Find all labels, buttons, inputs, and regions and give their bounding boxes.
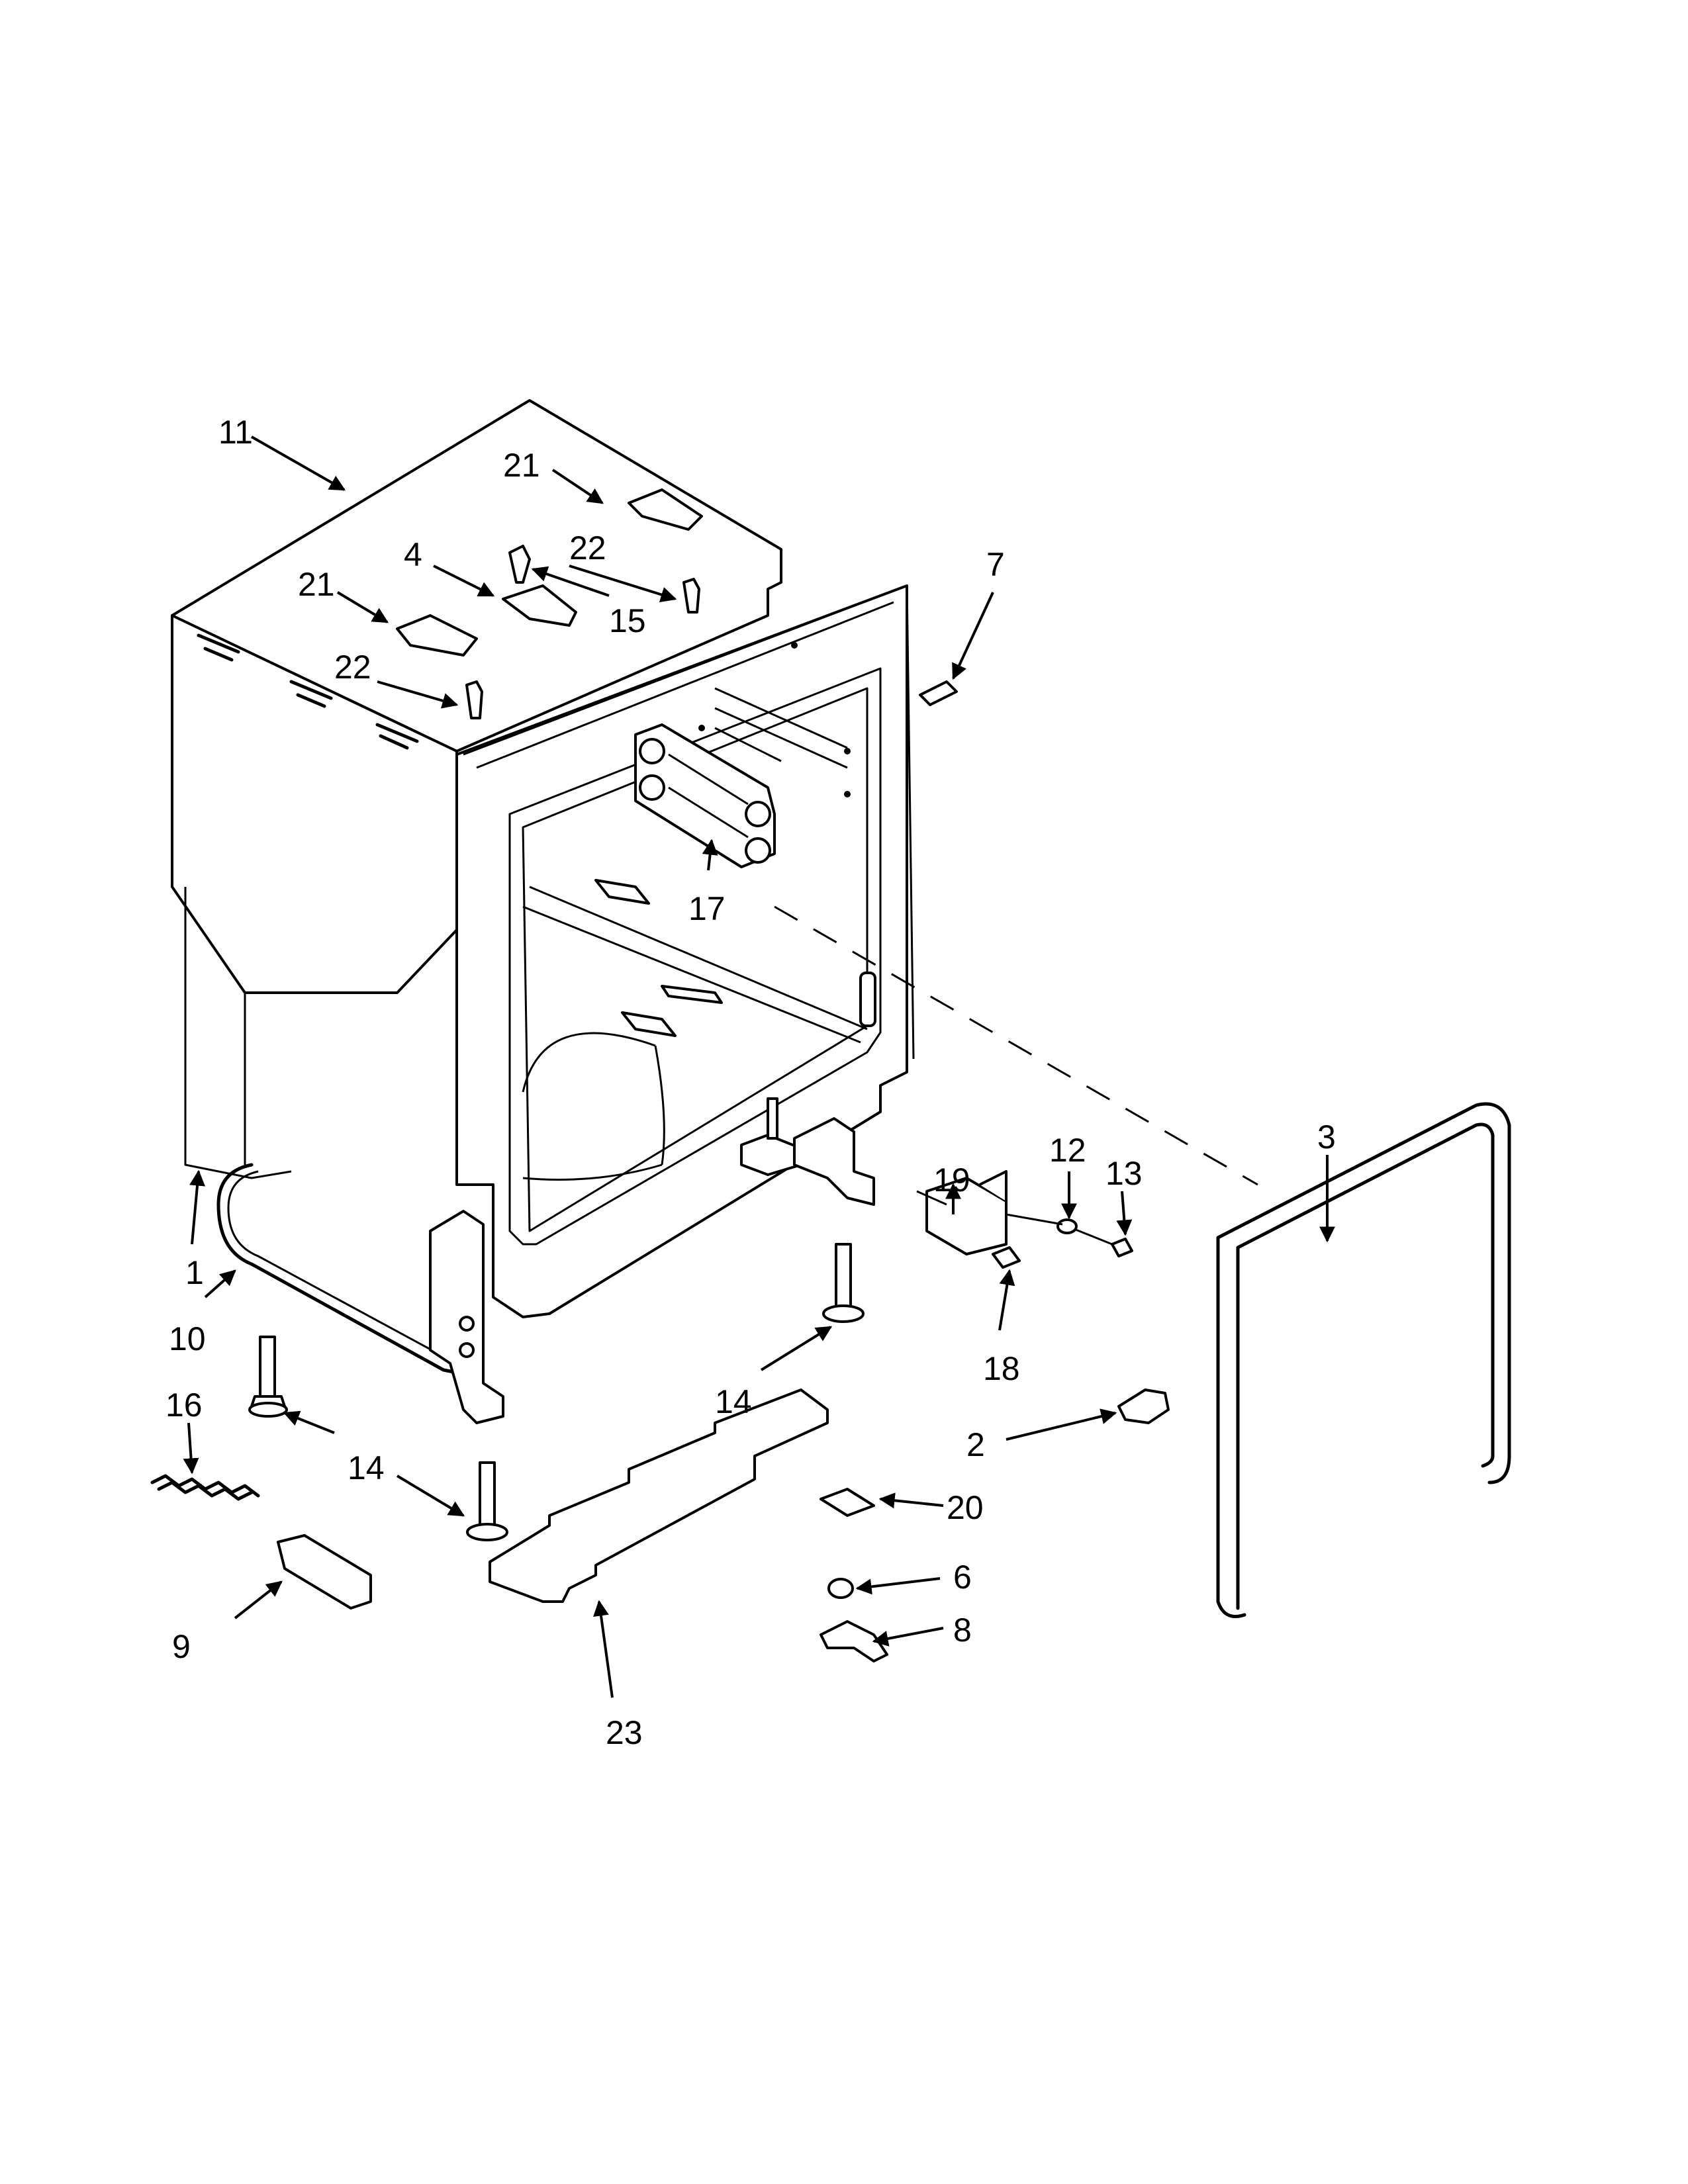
bracket-4 [502,584,577,627]
screw-15 [508,545,531,584]
callout-14-right: 14 [715,1383,752,1420]
callout-21-left: 21 [298,566,335,603]
callout-1: 1 [185,1254,204,1291]
callout-22-right: 22 [569,529,606,567]
callout-2: 2 [966,1426,985,1463]
leveling-leg-center [466,1461,508,1541]
bracket-8 [820,1620,888,1662]
leveling-leg-left [248,1336,288,1418]
screw-13 [1111,1238,1133,1257]
callout-16: 16 [165,1387,203,1424]
pad-20 [820,1488,875,1517]
screw-7 [919,680,958,706]
washer-12 [1056,1218,1078,1234]
hinge-bracket-right [793,1117,875,1206]
hinge-plate-21-right [628,488,703,531]
callout-19: 19 [933,1161,970,1199]
callout-6: 6 [953,1559,972,1596]
screw-22-right [682,578,700,614]
screw-18 [992,1246,1021,1269]
callout-9: 9 [172,1628,191,1665]
callout-7: 7 [986,546,1005,583]
callout-3: 3 [1317,1118,1336,1156]
screw-22-left [465,680,483,719]
base-plate-23 [489,1388,829,1603]
callout-22-left: 22 [334,649,371,686]
tub-wrapper [171,399,782,1179]
foot-pad-9 [277,1534,372,1610]
callout-20: 20 [947,1489,984,1526]
hinge-plate-21-left [396,614,478,657]
hinge-bracket-left [429,1210,504,1424]
door-gasket-3 [1216,1102,1511,1618]
door-cable-10 [216,1163,479,1379]
leader-lines [183,435,1335,1698]
callout-17: 17 [688,890,726,927]
tub-frame [455,584,915,1318]
float-6 [827,1578,854,1599]
callout-23: 23 [606,1714,643,1751]
callout-21-right: 21 [503,447,540,484]
callout-15: 15 [609,602,646,639]
callout-14-left: 14 [348,1449,385,1486]
callout-labels: 11 21 21 22 22 4 15 7 17 1 10 16 9 14 14… [165,414,1336,1751]
leveling-leg-right [822,1243,865,1323]
spring-16 [150,1474,260,1501]
callout-12: 12 [1049,1132,1086,1169]
hinge-plate-17 [634,723,776,868]
callout-4: 4 [404,536,422,573]
callout-18: 18 [983,1350,1020,1387]
callout-8: 8 [953,1612,972,1649]
callout-11: 11 [218,414,253,451]
clip-2 [1117,1388,1170,1424]
callout-13: 13 [1105,1155,1143,1192]
callout-10: 10 [169,1320,206,1357]
